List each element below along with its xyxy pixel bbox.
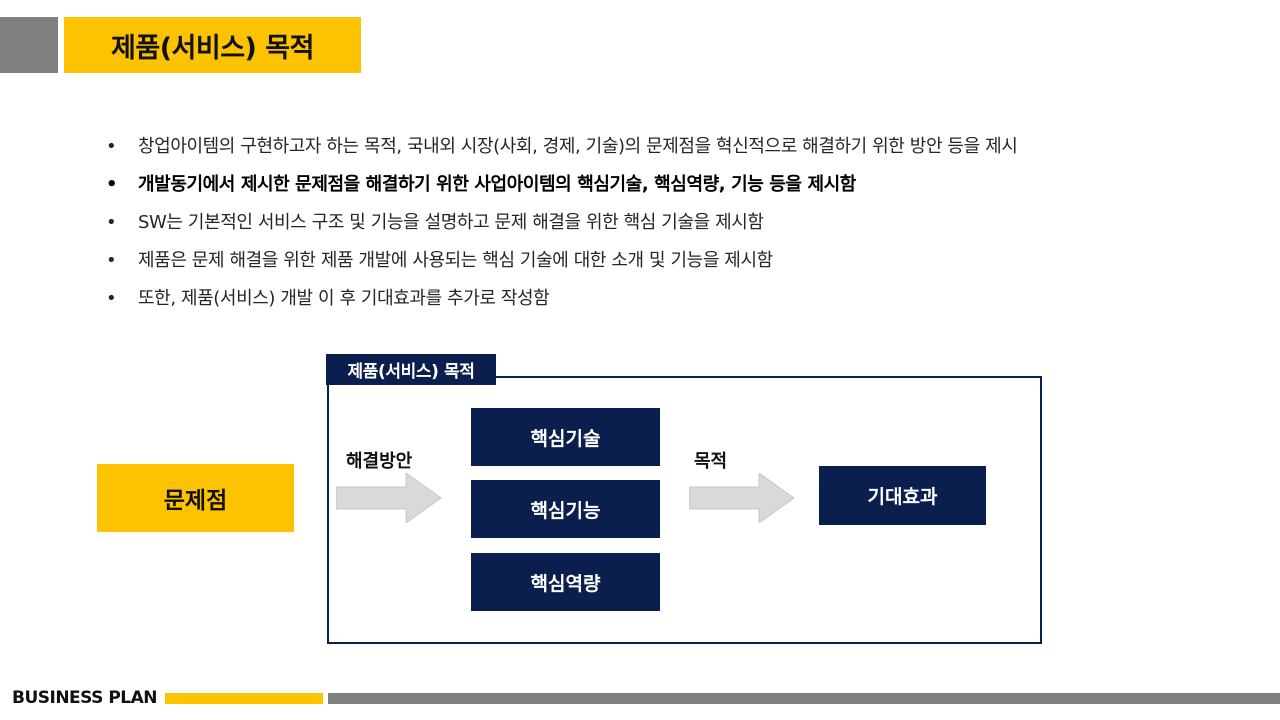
core-function-box: 핵심기능 (471, 480, 660, 538)
right-arrow-icon (689, 473, 795, 523)
footer-label: BUSINESS PLAN (12, 688, 158, 708)
expected-effect-box: 기대효과 (819, 466, 986, 525)
page-title: 제품(서비스) 목적 (64, 17, 361, 73)
footer-gray-bar (328, 693, 1280, 704)
bullet-item: 또한, 제품(서비스) 개발 이 후 기대효과를 추가로 작성함 (106, 280, 1017, 318)
bullet-item: 창업아이템의 구현하고자 하는 목적, 국내외 시장(사회, 경제, 기술)의 … (106, 128, 1018, 166)
bullet-item: 개발동기에서 제시한 문제점을 해결하기 위한 사업아이템의 핵심기술, 핵심역… (106, 166, 1017, 204)
diagram-frame (327, 376, 1042, 644)
solution-label: 해결방안 (346, 451, 413, 472)
core-competency-box: 핵심역량 (471, 553, 660, 611)
bullet-item: 제품은 문제 해결을 위한 제품 개발에 사용되는 핵심 기술에 대한 소개 및… (106, 242, 1017, 280)
diagram-frame-title: 제품(서비스) 목적 (326, 354, 496, 385)
right-arrow-icon (336, 473, 442, 523)
header-gray-block (0, 17, 58, 73)
bullet-list: 창업아이템의 구현하고자 하는 목적, 국내외 시장(사회, 경제, 기술)의 … (106, 128, 1018, 318)
footer-yellow-bar (165, 693, 323, 704)
bullet-item: SW는 기본적인 서비스 구조 및 기능을 설명하고 문제 해결을 위한 핵심 … (106, 204, 1017, 242)
problem-box: 문제점 (97, 464, 294, 532)
purpose-label: 목적 (694, 451, 728, 472)
core-technology-box: 핵심기술 (471, 408, 660, 466)
